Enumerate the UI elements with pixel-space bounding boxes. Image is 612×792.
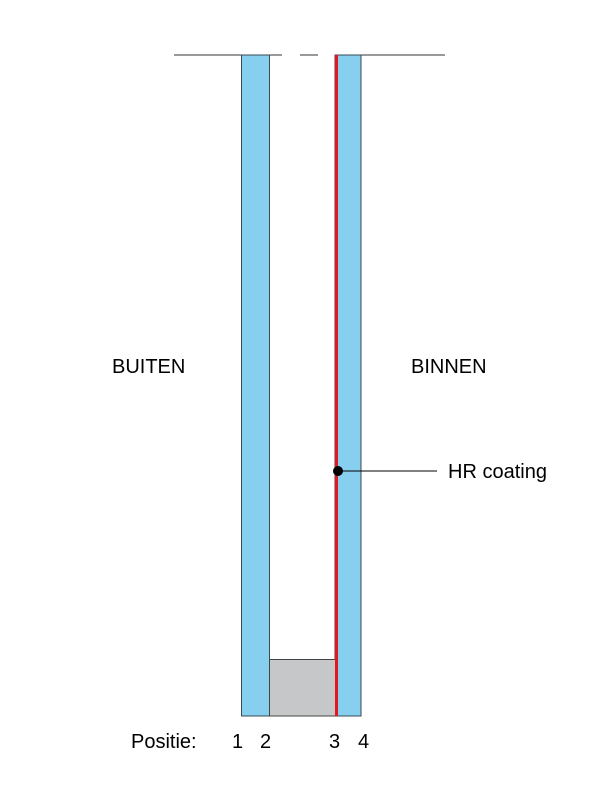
coating-label: HR coating [448,461,547,483]
inner-glass-pane [334,54,362,717]
outside-label: BUITEN [112,356,185,378]
position-label: Positie: [131,731,197,753]
spacer-bar [269,659,336,717]
position-4: 4 [358,731,369,753]
inside-label: BINNEN [411,356,487,378]
position-1: 1 [232,731,243,753]
outer-glass-pane [241,54,270,717]
position-2: 2 [260,731,271,753]
position-3: 3 [329,731,340,753]
